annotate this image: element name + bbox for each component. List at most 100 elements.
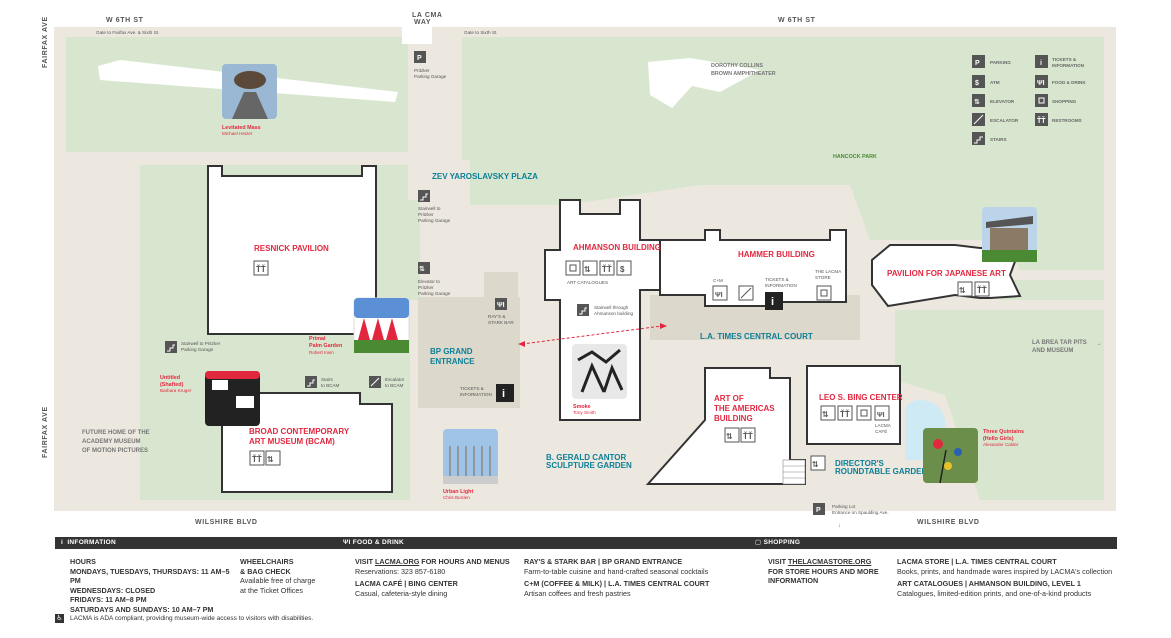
americas-label-3[interactable]: BUILDING <box>714 414 753 423</box>
stairwell-left-2: Parking Garage <box>181 347 214 352</box>
la-brea-label-2: AND MUSEUM <box>1032 348 1073 354</box>
store-desc: Books, prints, and handmade wares inspir… <box>897 566 1113 576</box>
food-drink-icon[interactable]: ΨΙ <box>712 285 728 301</box>
lacma-store-link[interactable]: THELACMASTORE.ORG <box>787 557 872 566</box>
elevator-icon[interactable]: ⇅ <box>724 427 740 443</box>
hammer-building-outline <box>659 229 847 307</box>
escalator-icon[interactable] <box>738 285 754 301</box>
bing-center-label[interactable]: LEO S. BING CENTER <box>819 393 903 402</box>
japanese-pavilion-photo[interactable] <box>982 207 1037 262</box>
zev-plaza-label[interactable]: ZEV YAROSLAVSKY PLAZA <box>432 172 538 181</box>
food-drink-icon: ΨΙ <box>1035 75 1048 88</box>
directors-garden-label-2[interactable]: ROUNDTABLE GARDEN <box>835 467 928 476</box>
elevator-icon[interactable]: ⇅ <box>810 455 826 471</box>
svg-text:ΨΙ: ΨΙ <box>715 292 723 299</box>
stairs-icon <box>972 132 985 145</box>
hancock-park-label: HANCOCK PARK <box>833 154 877 160</box>
food-drink-icon[interactable]: ΨΙ <box>495 298 507 310</box>
shopping-icon[interactable] <box>816 285 832 301</box>
spaulding-parking-icon[interactable]: P <box>813 503 825 515</box>
bp-grand-label-1[interactable]: BP GRAND <box>430 347 473 356</box>
svg-text:⇅: ⇅ <box>267 455 274 464</box>
rays-stark-2: STARK BAR <box>488 320 514 325</box>
legend-parking: PARKING <box>990 60 1011 65</box>
hours-line-2: WEDNESDAYS: CLOSED <box>70 585 156 595</box>
wheelchair-icon: ♿ <box>55 614 64 623</box>
stairwell-ahmanson-1: Stairwell through <box>594 305 629 310</box>
stairs-icon[interactable] <box>165 341 177 353</box>
resnick-pavilion-label[interactable]: RESNICK PAVILION <box>254 244 329 253</box>
restroom-icon[interactable]: ŤŤ <box>599 260 615 276</box>
levitated-mass-artist: Michael Heizer <box>222 131 253 136</box>
shopping-icon: ▢ <box>755 539 764 546</box>
svg-text:P: P <box>975 60 980 67</box>
gate-sixth-label: Gate to Sixth St. <box>464 30 497 35</box>
legend-escalator: ESCALATOR <box>990 118 1019 123</box>
elevator-icon[interactable]: ⇅ <box>582 260 598 276</box>
cantor-garden-label-1[interactable]: B. GERALD CANTOR <box>546 453 627 462</box>
wheelchair-title-1: WHEELCHAIRS <box>240 557 294 566</box>
untitled-shafted-photo[interactable] <box>205 371 260 426</box>
escalator-icon[interactable] <box>369 376 381 388</box>
restroom-icon[interactable]: ŤŤ <box>249 450 265 466</box>
elevator-icon[interactable]: ⇅ <box>820 405 836 421</box>
lacma-org-link[interactable]: LACMA.ORG <box>374 557 420 566</box>
three-quintains-photo[interactable] <box>923 428 978 484</box>
stairwell-left-1: Stairwell to Pritzker <box>181 341 221 346</box>
amphitheater-label-1: DOROTHY COLLINS <box>711 63 763 69</box>
americas-label-2[interactable]: THE AMERICAS <box>714 404 775 413</box>
la-times-court-label[interactable]: L.A. TIMES CENTRAL COURT <box>700 332 813 341</box>
directors-garden-label-1[interactable]: DIRECTOR'S <box>835 459 885 468</box>
atm-icon[interactable]: $ <box>616 260 632 276</box>
info-icon[interactable]: i <box>765 292 783 310</box>
hammer-building-label[interactable]: HAMMER BUILDING <box>738 250 815 259</box>
urban-light-photo[interactable] <box>443 429 498 484</box>
three-quintains-label-1: Three Quintains <box>983 429 1024 435</box>
bcam-label-2[interactable]: ART MUSEUM (BCAM) <box>249 437 335 446</box>
primal-palm-garden-photo[interactable] <box>353 297 410 354</box>
rays-stark-1: RAY'S & <box>488 314 505 319</box>
stairs-icon[interactable] <box>418 190 430 202</box>
escalator-bcam-2: to BCAM <box>385 383 404 388</box>
store-note-1: THE LACMA <box>815 269 842 274</box>
bp-tickets-2: INFORMATION <box>460 392 492 397</box>
info-icon: i <box>61 539 68 546</box>
ahmanson-building-label[interactable]: AHMANSON BUILDING <box>573 243 661 252</box>
stairs-bcam-1: Stairs <box>321 377 333 382</box>
restroom-icon[interactable]: ŤŤ <box>253 260 269 276</box>
levitated-mass-photo[interactable] <box>222 64 277 119</box>
bcam-label-1[interactable]: BROAD CONTEMPORARY <box>249 427 350 436</box>
resnick-pavilion-outline <box>207 165 377 335</box>
stairs-icon[interactable] <box>577 304 589 316</box>
svg-text:ŤŤ: ŤŤ <box>1037 116 1046 125</box>
catalogue-title: ART CATALOGUES | AHMANSON BUILDING, LEVE… <box>897 579 1081 589</box>
smoke-photo[interactable] <box>572 344 627 399</box>
japanese-pavilion-label[interactable]: PAVILION FOR JAPANESE ART <box>887 269 1006 278</box>
shopping-icon[interactable] <box>565 260 581 276</box>
tickets-note-2: INFORMATION <box>765 283 797 288</box>
americas-label-1[interactable]: ART OF <box>714 394 744 403</box>
restroom-icon[interactable]: ŤŤ <box>837 405 853 421</box>
legend-shopping: SHOPPING <box>1052 99 1077 104</box>
shopping-icon <box>1035 94 1048 107</box>
info-bar-information: i INFORMATION <box>61 539 117 546</box>
cafe-title: LACMA CAFÉ | BING CENTER <box>355 579 458 589</box>
shopping-icon[interactable] <box>856 405 872 421</box>
cantor-garden-label-2[interactable]: SCULPTURE GARDEN <box>546 461 632 470</box>
svg-text:i: i <box>771 296 774 308</box>
pritzker-parking-icon[interactable]: P <box>414 51 426 63</box>
smoke-artist: Tony Smith <box>573 410 596 415</box>
restroom-icon[interactable]: ŤŤ <box>740 427 756 443</box>
food-drink-icon[interactable]: ΨΙ <box>874 405 890 421</box>
fairfax-bottom: FAIRFAX AVE <box>42 406 49 458</box>
elevator-icon[interactable]: ⇅ <box>418 262 430 274</box>
info-bar-food: ΨΙ FOOD & DRINK <box>343 539 405 546</box>
restroom-icon[interactable]: ŤŤ <box>974 281 990 297</box>
bp-grand-label-2[interactable]: ENTRANCE <box>430 357 475 366</box>
hours-line-3: FRIDAYS: 11 AM–8 PM <box>70 595 147 605</box>
elevator-icon[interactable]: ⇅ <box>265 450 281 466</box>
wheelchair-column: WHEELCHAIRS & BAG CHECK Available free o… <box>240 557 350 595</box>
info-icon[interactable]: i <box>496 384 514 402</box>
stairs-icon[interactable] <box>305 376 317 388</box>
elevator-icon[interactable]: ⇅ <box>957 281 973 297</box>
